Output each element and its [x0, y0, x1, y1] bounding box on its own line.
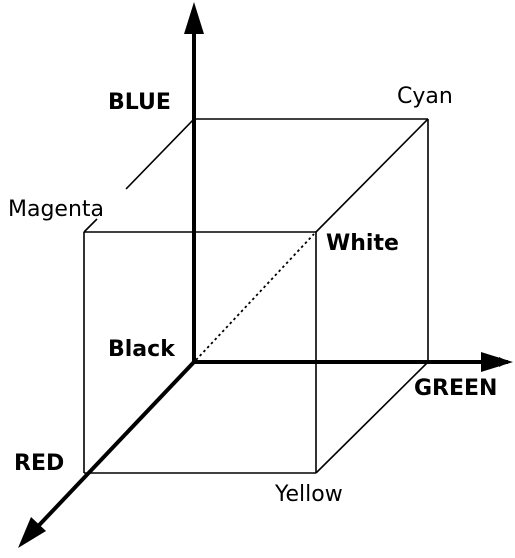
- red-axis-arrow-icon: [18, 517, 46, 548]
- edge-green-yellow: [315, 361, 429, 474]
- black-vertex-label: Black: [108, 337, 176, 362]
- edge-blue-magenta-upper: [125, 118, 195, 190]
- yellow-vertex-label: Yellow: [274, 482, 343, 507]
- green-axis-label: GREEN: [414, 376, 497, 401]
- green-axis-arrow-icon: [481, 352, 513, 372]
- cube-edges: [83, 118, 429, 474]
- arrowheads: [18, 2, 513, 548]
- cyan-vertex-label: Cyan: [397, 84, 453, 109]
- edge-blue-magenta-lower: [83, 218, 98, 233]
- magenta-vertex-label: Magenta: [8, 197, 104, 222]
- gray-diagonal-dotted: [195, 233, 315, 361]
- blue-axis-label: BLUE: [108, 90, 171, 115]
- blue-axis-arrow-icon: [184, 2, 204, 34]
- edge-cyan-white: [315, 118, 429, 233]
- red-axis: [23, 360, 196, 542]
- axes: [23, 11, 509, 542]
- white-vertex-label: White: [326, 231, 399, 256]
- red-axis-label: RED: [14, 451, 64, 476]
